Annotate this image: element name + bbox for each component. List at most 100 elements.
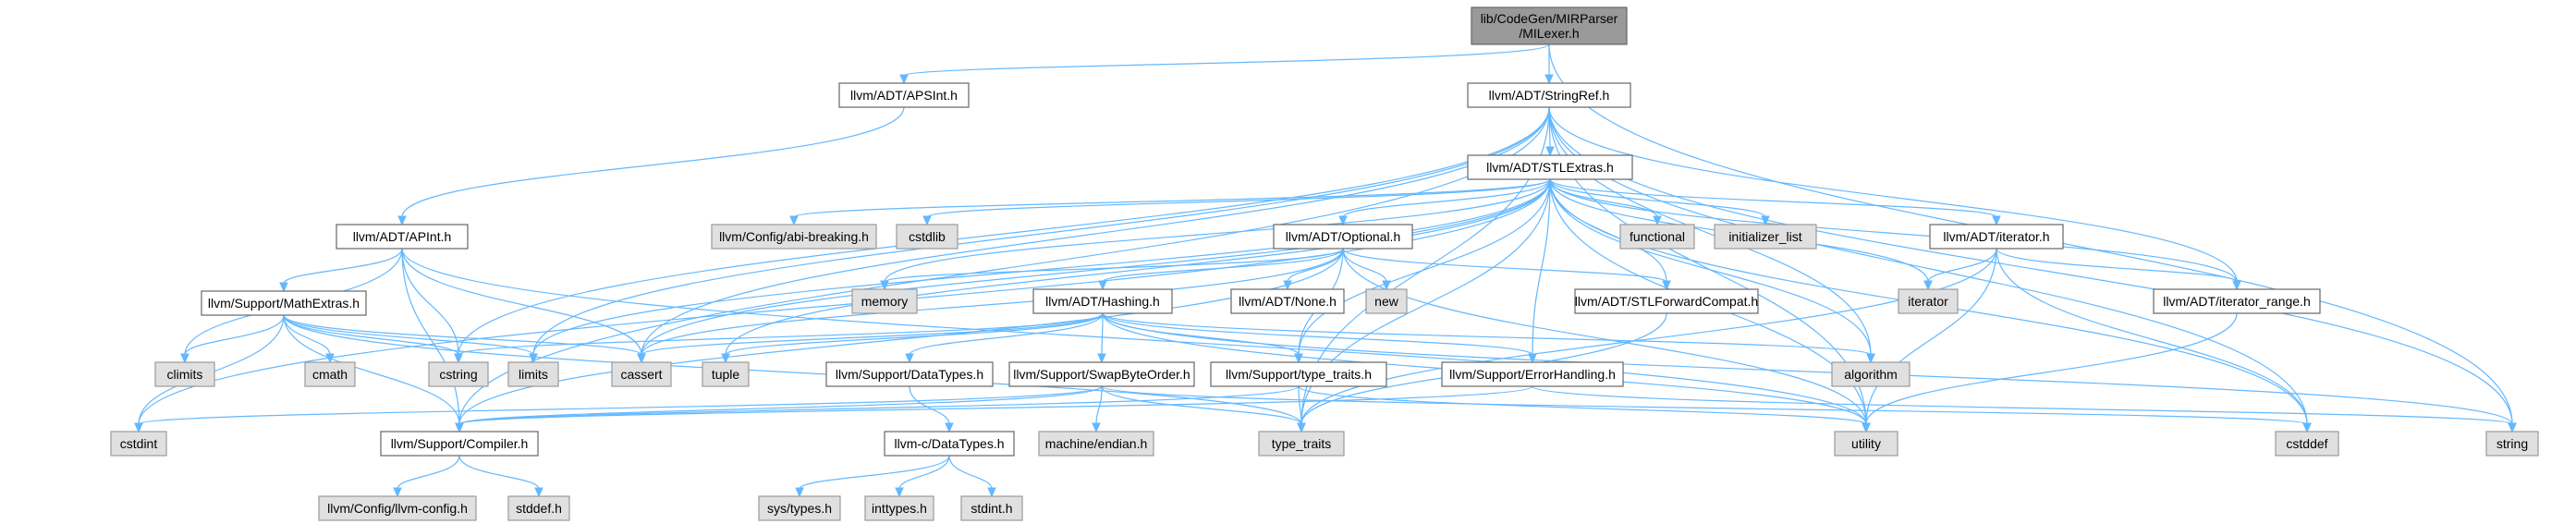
node-box bbox=[1441, 361, 1624, 387]
node-box bbox=[1898, 288, 1959, 314]
node-label: llvm/ADT/Optional.h bbox=[1286, 229, 1400, 244]
node-label: /MILexer.h bbox=[1519, 26, 1579, 41]
edge-iteratorh-to-iterator bbox=[1923, 248, 1997, 291]
node-box bbox=[318, 495, 477, 521]
node-label: cstring bbox=[439, 367, 477, 382]
node-typetraitsh[interactable]: llvm/Support/type_traits.h bbox=[1210, 361, 1387, 387]
node-optional[interactable]: llvm/ADT/Optional.h bbox=[1273, 224, 1413, 250]
node-iteratorh[interactable]: llvm/ADT/iterator.h bbox=[1929, 224, 2064, 250]
edge-apsint-to-apint bbox=[397, 106, 905, 226]
edge-hashing-to-errorhandling bbox=[1102, 312, 1537, 364]
node-box bbox=[864, 495, 934, 521]
node-label: llvm/Support/Compiler.h bbox=[391, 436, 529, 451]
node-label: stddef.h bbox=[516, 501, 562, 516]
edge-stlextras-to-iteratorh bbox=[1549, 178, 2001, 226]
edge-mathextras-to-limits bbox=[283, 314, 538, 364]
node-label: lib/CodeGen/MIRParser bbox=[1481, 11, 1618, 26]
node-box bbox=[1365, 288, 1408, 314]
edge-optional-to-hashing bbox=[1098, 248, 1344, 291]
node-box bbox=[304, 361, 356, 387]
node-compiler[interactable]: llvm/Support/Compiler.h bbox=[380, 431, 539, 457]
node-box bbox=[2485, 431, 2539, 457]
edge-typetraitsh-to-utility bbox=[1298, 385, 1871, 433]
node-box bbox=[1230, 288, 1345, 314]
edge-apint-to-cassert bbox=[401, 248, 646, 364]
node-errorhandling[interactable]: llvm/Support/ErrorHandling.h bbox=[1441, 361, 1624, 387]
node-box bbox=[1032, 288, 1173, 314]
node-label: llvm/Support/SwapByteOrder.h bbox=[1013, 367, 1190, 382]
node-stlfwd[interactable]: llvm/ADT/STLForwardCompat.h bbox=[1574, 288, 1759, 314]
node-stddef: stddef.h bbox=[507, 495, 570, 521]
node-label: stdint.h bbox=[971, 501, 1012, 516]
node-box bbox=[336, 224, 469, 250]
node-mathextras[interactable]: llvm/Support/MathExtras.h bbox=[201, 290, 367, 316]
node-utility: utility bbox=[1834, 431, 1898, 457]
node-box bbox=[838, 82, 970, 108]
edge-errorhandling-to-compiler bbox=[455, 385, 1533, 433]
node-label: llvm/Support/DataTypes.h bbox=[836, 367, 983, 382]
node-label: llvm/Config/llvm-config.h bbox=[327, 501, 468, 516]
node-label: machine/endian.h bbox=[1045, 436, 1148, 451]
node-box bbox=[1008, 361, 1195, 387]
node-box bbox=[201, 290, 367, 316]
node-box bbox=[110, 431, 167, 457]
node-apint[interactable]: llvm/ADT/APInt.h bbox=[336, 224, 469, 250]
edge-hashing-to-datatypes bbox=[905, 312, 1104, 364]
node-memory: memory bbox=[851, 288, 918, 314]
node-apsint[interactable]: llvm/ADT/APSInt.h bbox=[838, 82, 970, 108]
node-label: llvm/ADT/iterator.h bbox=[1943, 229, 2049, 244]
node-hashing[interactable]: llvm/ADT/Hashing.h bbox=[1032, 288, 1173, 314]
node-label: tuple bbox=[712, 367, 740, 382]
node-label: functional bbox=[1630, 229, 1685, 244]
node-limits: limits bbox=[507, 361, 559, 387]
node-iterrange[interactable]: llvm/ADT/iterator_range.h bbox=[2153, 288, 2321, 314]
node-datatypes[interactable]: llvm/Support/DataTypes.h bbox=[825, 361, 994, 387]
node-label: utility bbox=[1851, 436, 1881, 451]
node-label: cstdint bbox=[120, 436, 158, 451]
node-box bbox=[611, 361, 672, 387]
node-noneh[interactable]: llvm/ADT/None.h bbox=[1230, 288, 1345, 314]
node-label: llvm/Config/abi-breaking.h bbox=[719, 229, 869, 244]
node-label: llvm/Support/ErrorHandling.h bbox=[1449, 367, 1616, 382]
edge-mathextras-to-climits bbox=[180, 314, 285, 364]
node-stlextras[interactable]: llvm/ADT/STLExtras.h bbox=[1467, 154, 1633, 180]
node-tuple: tuple bbox=[702, 361, 750, 387]
node-string: string bbox=[2485, 431, 2539, 457]
edge-hashing-to-algorithm bbox=[1102, 312, 1875, 364]
edge-stlextras-to-initlist bbox=[1549, 178, 1770, 226]
node-swapbyte[interactable]: llvm/Support/SwapByteOrder.h bbox=[1008, 361, 1195, 387]
node-box bbox=[896, 224, 958, 250]
node-cstddef: cstddef bbox=[2275, 431, 2339, 457]
node-box bbox=[1258, 431, 1345, 457]
edge-datatypes-to-cdatatypes bbox=[909, 385, 954, 433]
node-box bbox=[702, 361, 750, 387]
node-box bbox=[1471, 6, 1628, 45]
node-inttypes: inttypes.h bbox=[864, 495, 934, 521]
edge-swapbyte-to-cstddef bbox=[1101, 385, 2312, 433]
edge-typetraitsh-to-type_traits bbox=[1297, 385, 1306, 433]
node-systypes: sys/types.h bbox=[758, 495, 841, 521]
edge-stlextras-to-cstdlib bbox=[922, 178, 1551, 226]
node-label: memory bbox=[861, 294, 909, 309]
node-stringref[interactable]: llvm/ADT/StringRef.h bbox=[1467, 82, 1631, 108]
node-box bbox=[2153, 288, 2321, 314]
edge-stlextras-to-abibreaking bbox=[789, 178, 1551, 226]
node-label: new bbox=[1374, 294, 1399, 309]
node-new: new bbox=[1365, 288, 1408, 314]
edge-optional-to-new bbox=[1342, 248, 1391, 291]
edge-mathextras-to-cassert bbox=[283, 314, 646, 364]
node-box bbox=[1619, 224, 1695, 250]
node-label: llvm/ADT/STLForwardCompat.h bbox=[1575, 294, 1758, 309]
node-label: climits bbox=[167, 367, 203, 382]
node-label: inttypes.h bbox=[872, 501, 927, 516]
node-box bbox=[1714, 224, 1817, 250]
node-label: limits bbox=[519, 367, 548, 382]
node-box bbox=[1467, 82, 1631, 108]
node-functional: functional bbox=[1619, 224, 1695, 250]
node-cdatatypes[interactable]: llvm-c/DataTypes.h bbox=[884, 431, 1015, 457]
node-type_traits: type_traits bbox=[1258, 431, 1345, 457]
node-label: sys/types.h bbox=[767, 501, 832, 516]
node-box bbox=[825, 361, 994, 387]
edge-stlextras-to-errorhandling bbox=[1528, 178, 1551, 364]
node-label: llvm/Support/type_traits.h bbox=[1226, 367, 1372, 382]
